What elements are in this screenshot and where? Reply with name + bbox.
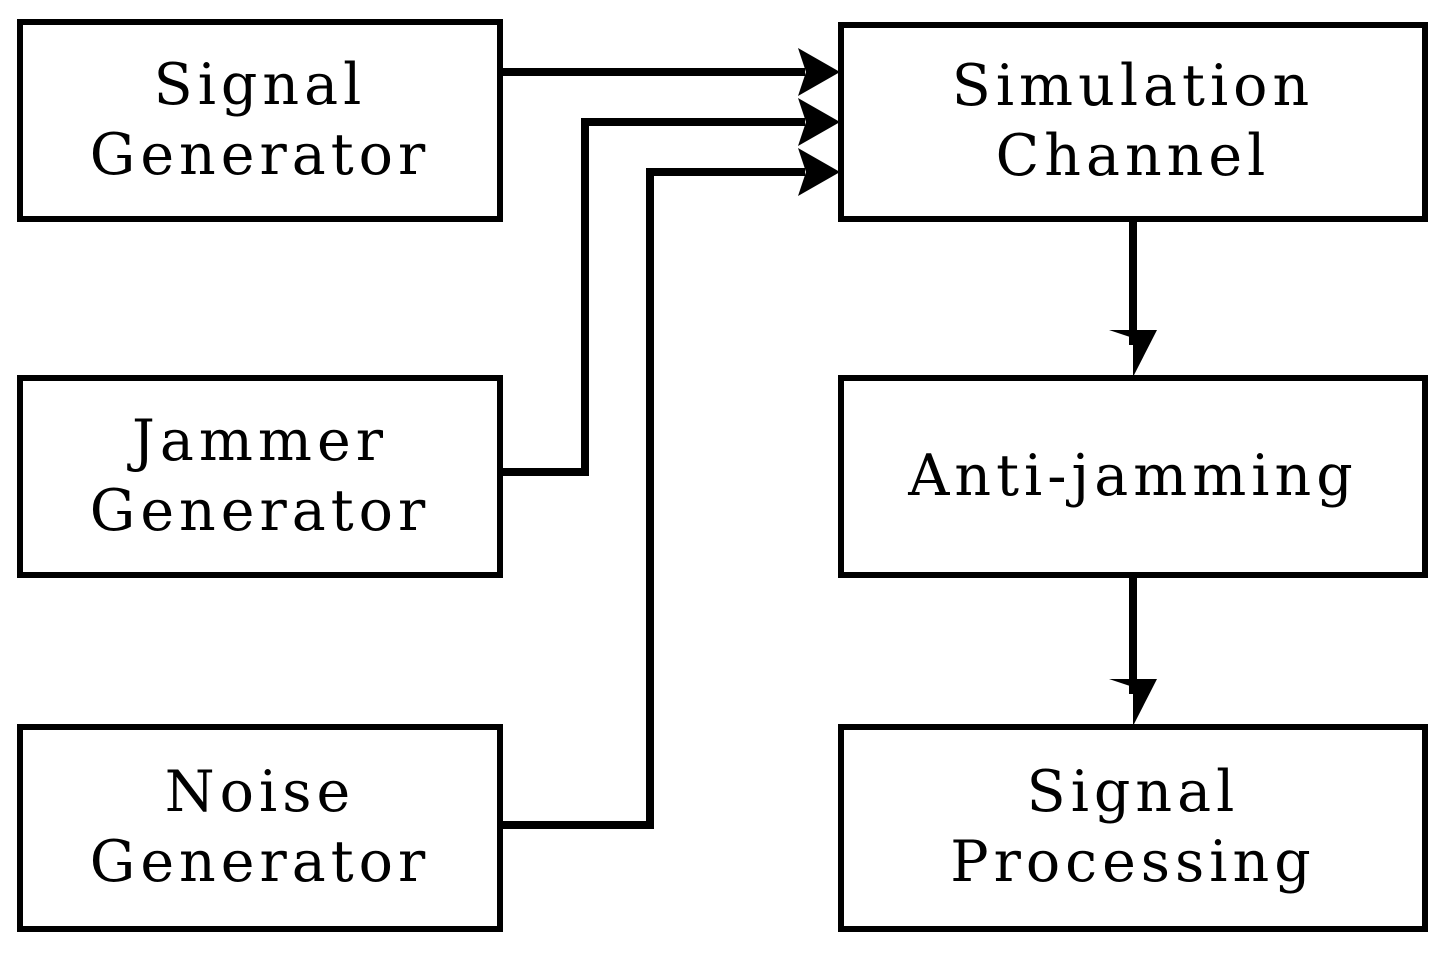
block-label-line2: Channel <box>995 123 1271 189</box>
block-label-line2: Processing <box>950 829 1316 895</box>
edge-noise-to-channel <box>503 148 840 829</box>
edge-channel-to-anti <box>1109 222 1157 377</box>
block-simulation-channel[interactable]: Simulation Channel <box>838 22 1428 222</box>
block-label-line2: Generator <box>89 121 431 188</box>
edge-jammer-to-channel <box>503 98 840 476</box>
edge-anti-to-processing <box>1109 578 1157 726</box>
block-label-line1: Jammer <box>132 407 388 474</box>
block-label-line1: Signal <box>1026 759 1240 826</box>
block-signal-generator[interactable]: Signal Generator <box>17 19 503 222</box>
block-label-line2: Generator <box>89 829 431 895</box>
block-noise-generator[interactable]: Noise Generator <box>17 724 503 932</box>
block-signal-processing[interactable]: Signal Processing <box>838 724 1428 932</box>
block-label-line1: Simulation <box>951 53 1315 120</box>
block-label-line2: Generator <box>89 477 431 544</box>
block-jammer-generator[interactable]: Jammer Generator <box>17 375 503 578</box>
block-label-line1: Noise <box>164 759 356 826</box>
block-label-line1: Anti-jamming <box>908 442 1358 509</box>
block-anti-jamming[interactable]: Anti-jamming <box>838 375 1428 578</box>
block-label-line1: Signal <box>153 51 367 118</box>
edge-signal-to-channel <box>503 48 840 96</box>
